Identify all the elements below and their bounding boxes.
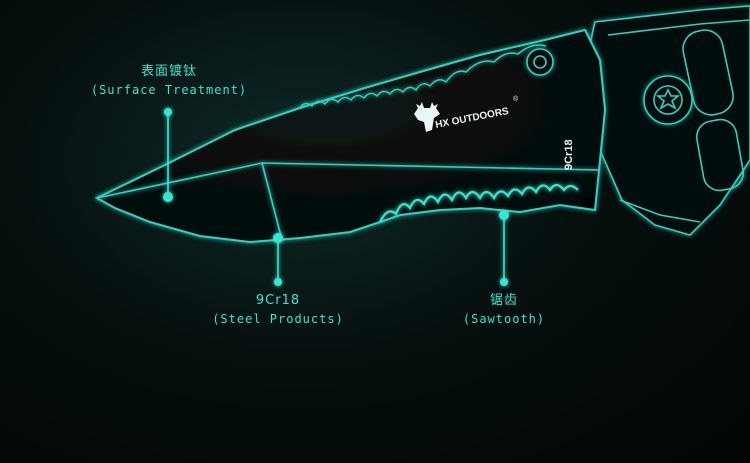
saw-label-cn: 锯齿 (489, 293, 518, 308)
sawtooth-callout: 锯齿 (Sawtooth) (444, 292, 564, 328)
surface-label-en: (Surface Treatment) (90, 83, 248, 97)
saw-dot-end (500, 278, 508, 286)
steel-mark: 9Cr18 (563, 139, 575, 170)
blade-outline (94, 28, 607, 244)
surface-label-cn: 表面镀钛 (140, 64, 197, 79)
tanto-edge (261, 162, 283, 241)
saw-dot (499, 210, 509, 220)
thumb-stud (526, 48, 554, 76)
callout-dots (163, 108, 509, 286)
steel-label-cn: 9Cr18 (255, 293, 301, 308)
saw-label-en: (Sawtooth) (462, 312, 546, 326)
registered-mark: ® (513, 95, 519, 103)
surface-treatment-callout: 表面镀钛 (Surface Treatment) (78, 63, 260, 99)
surface-dot (164, 108, 172, 116)
star-screw-icon (643, 75, 693, 125)
deer-head-icon (414, 102, 440, 132)
steel-dot (273, 233, 283, 243)
surface-dot-end (163, 192, 173, 202)
steel-label-en: (Steel Products) (212, 312, 344, 326)
leader-lines (167, 112, 505, 282)
sawtooth-edge (379, 183, 579, 223)
steel-callout: 9Cr18 (Steel Products) (198, 292, 358, 328)
steel-dot-end (274, 278, 282, 286)
spine-jimping (299, 44, 547, 109)
